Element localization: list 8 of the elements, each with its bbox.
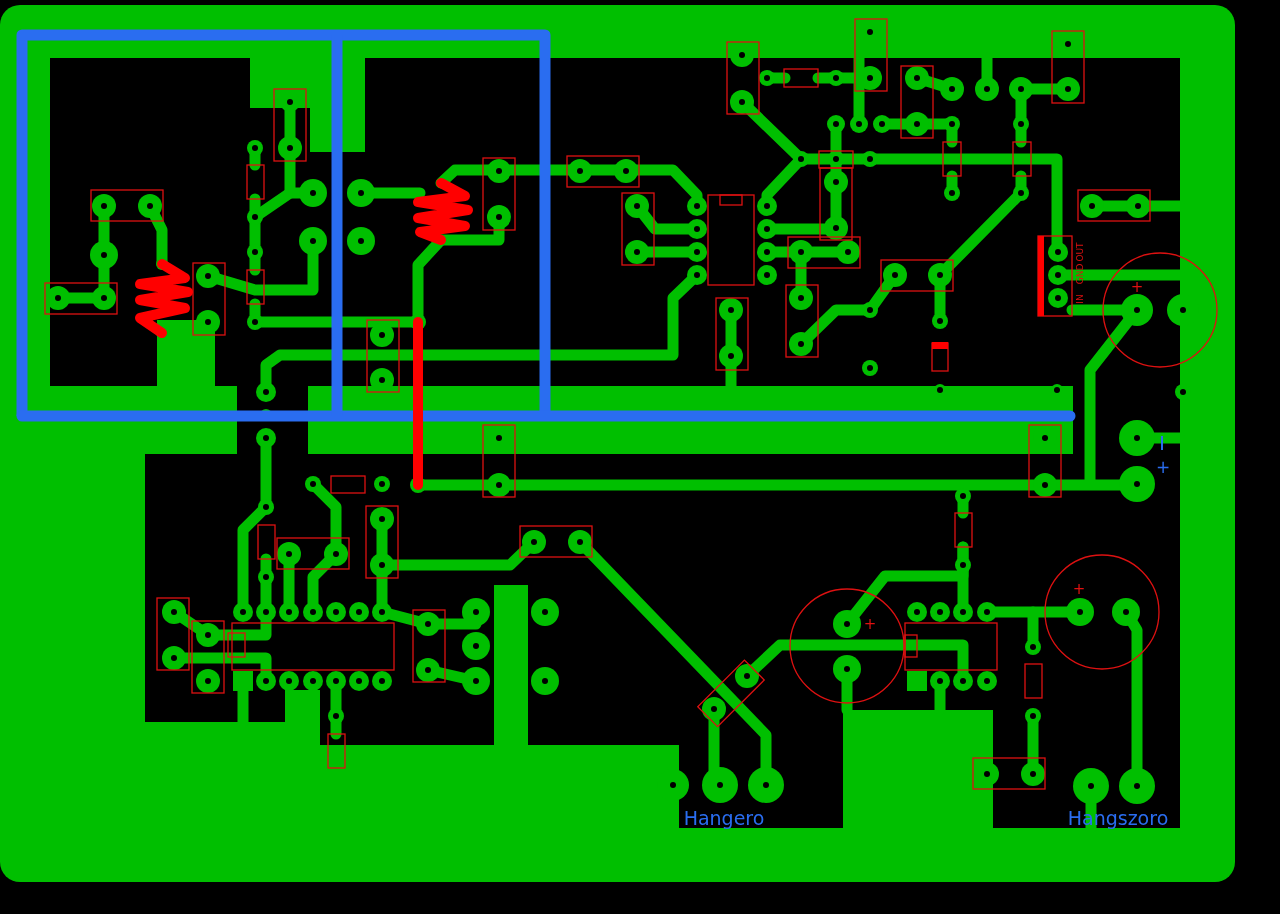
connector-label: Hangero: [683, 808, 765, 828]
pin-label: GND: [1075, 263, 1085, 285]
pin-label: OUT: [1075, 242, 1085, 262]
pin-label: IN: [1075, 294, 1085, 304]
polarity-mark: +: [1155, 458, 1171, 476]
polarity-mark: +: [863, 616, 877, 632]
polarity-mark: +: [1072, 581, 1086, 597]
polarity-mark: +: [1130, 279, 1144, 295]
